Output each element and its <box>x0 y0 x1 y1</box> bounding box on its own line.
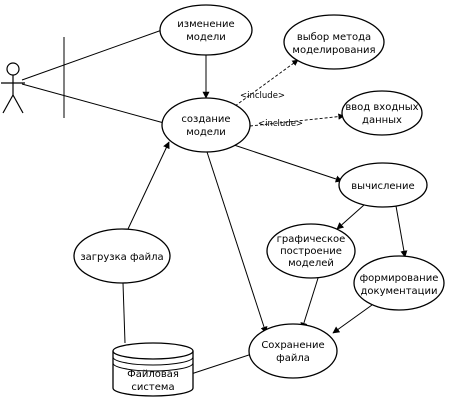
usecase-graf-label-1: графическое <box>277 234 346 245</box>
edge-zagruzka-to-sozdanie <box>127 141 170 230</box>
edge-vychislenie-to-graf <box>336 204 365 230</box>
usecase-izmenenie-modeli: изменение модели <box>159 4 253 56</box>
edge-fs-to-zagruzka <box>122 282 126 344</box>
edge-fs-to-sohranenie <box>187 352 256 376</box>
database-label-1: Файловая <box>127 369 179 380</box>
usecase-graf-label-2: построение <box>280 246 342 257</box>
usecase-izmenenie-label-2: модели <box>186 32 226 43</box>
usecase-sozdanie-label-2: модели <box>186 127 226 138</box>
usecase-graf-label-3: моделей <box>288 258 334 269</box>
usecase-formirovanie-label-2: документации <box>361 286 438 297</box>
usecase-vvod-label-2: данных <box>362 115 402 126</box>
include-label-1: <include> <box>240 91 285 101</box>
usecase-sozdanie-modeli: создание модели <box>161 97 251 153</box>
database-fajlovaya-sistema: Файловая система <box>112 342 194 397</box>
usecase-vychislenie: вычисление <box>338 162 428 208</box>
usecase-vybor-metoda: выбор метода моделирования <box>283 14 385 70</box>
usecase-sohranenie-faila: Сохранение файла <box>248 323 338 379</box>
edge-include-vvod <box>249 113 345 127</box>
usecase-graficheskoe-postroenie: графическое построение моделей <box>266 223 356 279</box>
usecase-formirovanie-dokumentacii: формирование документации <box>353 255 445 311</box>
usecase-vvod-dannyh: ввод входных данных <box>341 90 423 136</box>
usecase-izmenenie-label-1: изменение <box>177 19 234 30</box>
edge-sozdanie-to-vychislenie <box>233 144 343 183</box>
actor-figure <box>1 62 25 114</box>
usecase-vybor-label-2: моделирования <box>292 45 375 56</box>
edge-actor-to-sozdanie <box>21 83 165 124</box>
edge-formirovanie-to-sohranenie <box>332 304 373 334</box>
edge-vychislenie-to-formirovanie <box>395 205 408 258</box>
usecase-zagruzka-label: загрузка файла <box>80 252 163 263</box>
usecase-sohranenie-label-1: Сохранение <box>261 340 324 351</box>
include-label-2: <include> <box>258 119 303 129</box>
usecase-vvod-label-1: ввод входных <box>345 102 418 113</box>
usecase-zagruzka-faila: загрузка файла <box>73 228 171 284</box>
usecase-sohranenie-label-2: файла <box>276 353 310 364</box>
usecase-sozdanie-label-1: создание <box>181 114 230 125</box>
usecase-vychislenie-label: вычисление <box>351 181 414 192</box>
edge-actor-to-izmenenie <box>21 29 163 81</box>
database-label-2: система <box>131 382 174 393</box>
edge-graf-to-sohranenie <box>300 274 320 330</box>
usecase-vybor-label-1: выбор метода <box>297 32 371 43</box>
usecase-formirovanie-label-1: формирование <box>360 273 439 284</box>
edge-sozdanie-to-sohranenie <box>206 151 268 334</box>
edge-include-vybor <box>234 59 299 107</box>
